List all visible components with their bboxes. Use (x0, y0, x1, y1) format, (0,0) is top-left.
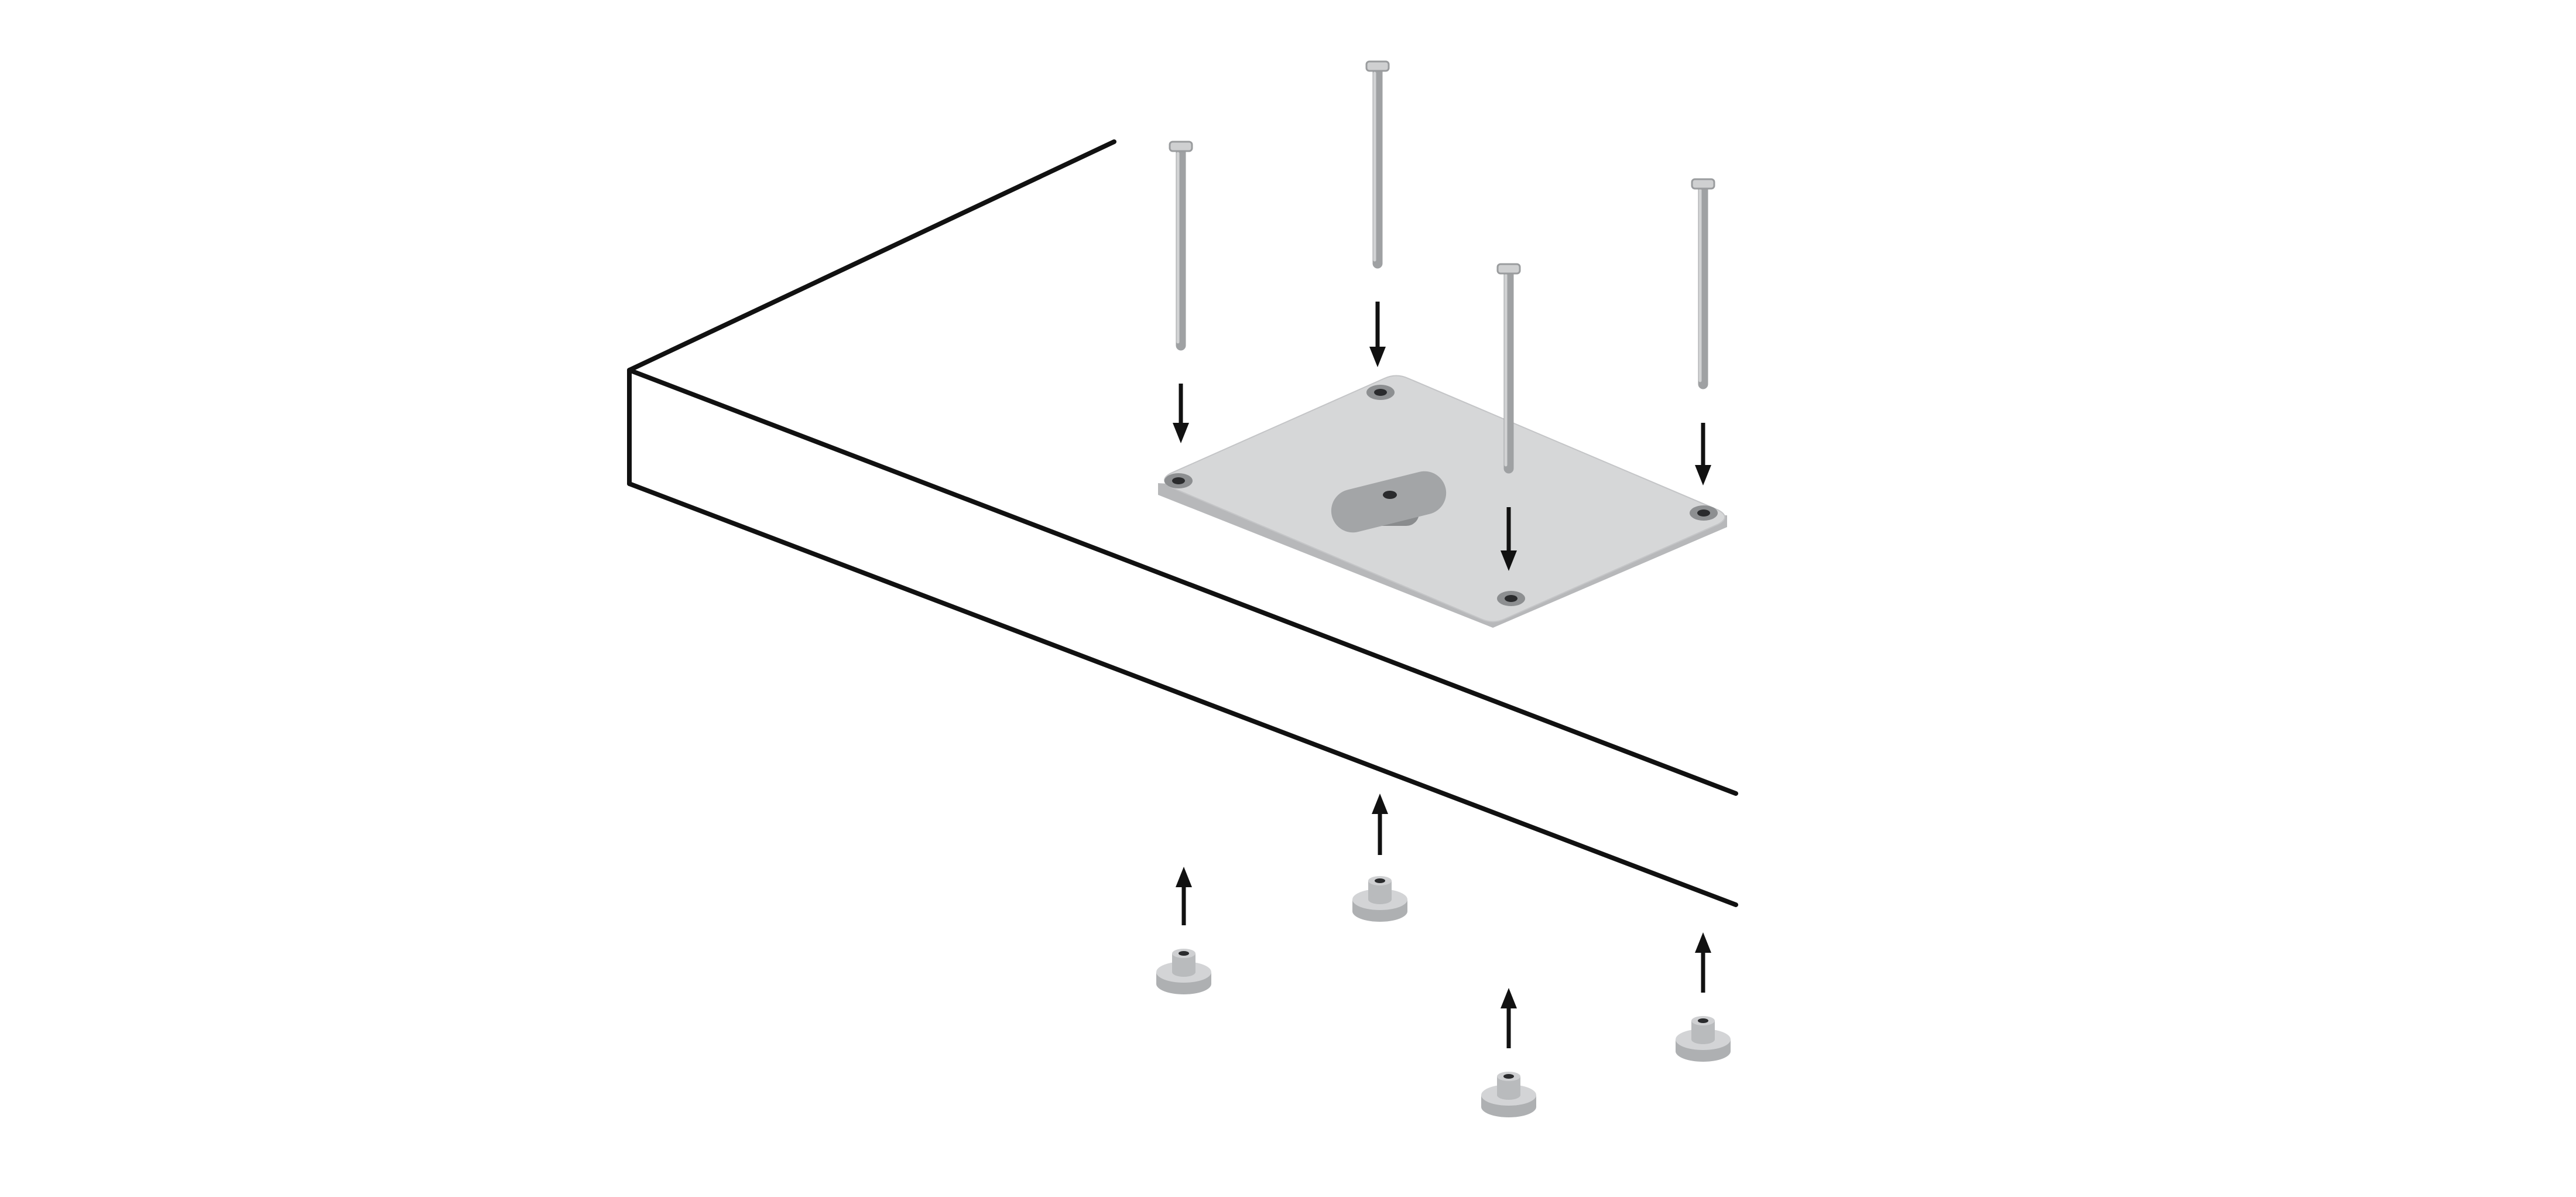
rod (1496, 263, 1521, 474)
down-arrow-icon (1501, 507, 1517, 571)
threaded-insert-nut (1676, 1016, 1731, 1062)
down-arrow-icon (1173, 384, 1189, 443)
up-arrow-icon (1176, 867, 1192, 925)
mounting-plate (1158, 375, 1727, 628)
threaded-insert-nut (1352, 876, 1407, 922)
plate-mounting-hole (1497, 591, 1525, 606)
table-corner (627, 139, 1738, 907)
plate-mounting-hole (1164, 473, 1193, 488)
plate-mounting-hole (1366, 385, 1395, 400)
rod (1365, 60, 1390, 269)
down-arrow-icon (1695, 423, 1711, 485)
plate-center-boss (1331, 471, 1447, 533)
table-bottom-edge (627, 481, 1738, 907)
threaded-insert-nut (1156, 949, 1211, 994)
down-arrow-icon (1369, 302, 1386, 367)
up-arrow-icon (1695, 932, 1711, 993)
rod (1169, 141, 1193, 351)
plate-mounting-hole (1690, 505, 1718, 521)
up-arrow-icon (1501, 988, 1517, 1048)
up-arrow-icon (1372, 794, 1388, 855)
rod (1691, 178, 1715, 389)
threaded-insert-nut (1481, 1072, 1536, 1117)
